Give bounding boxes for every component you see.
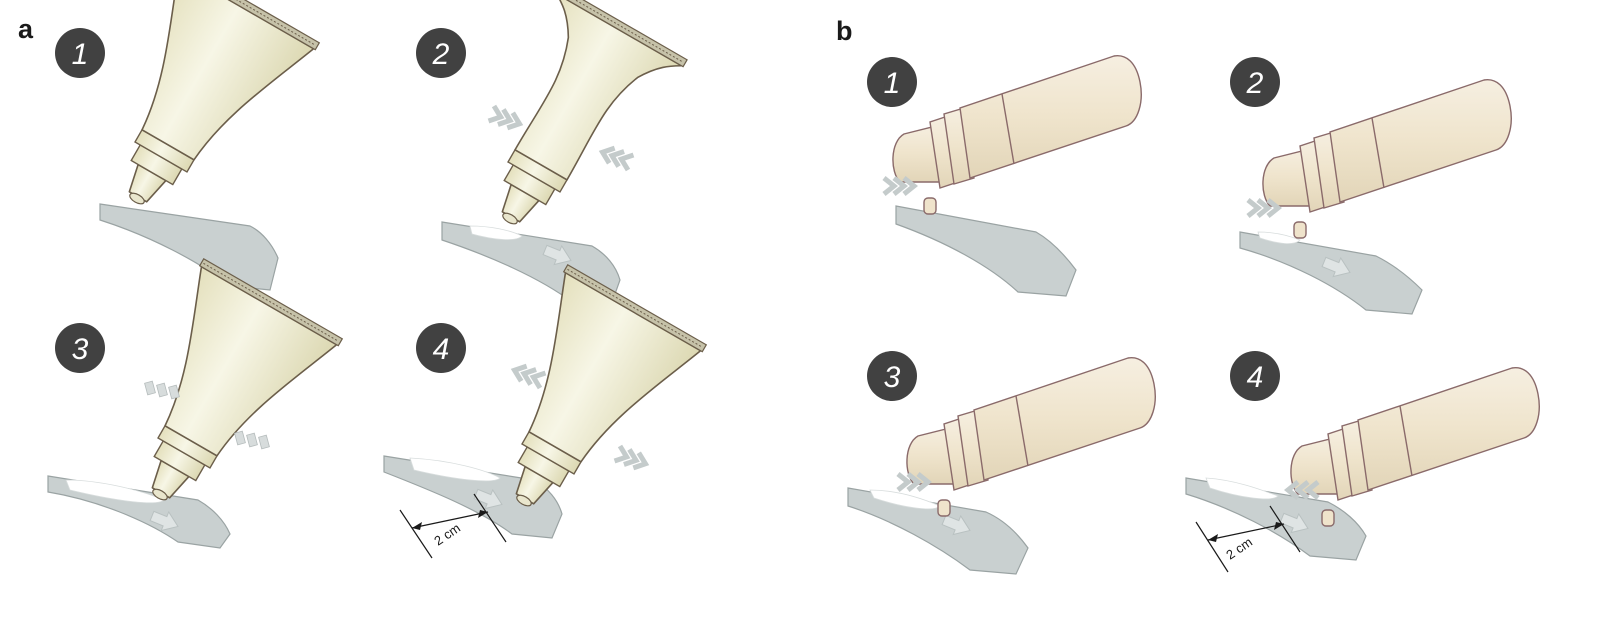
panel-b-letter: b <box>836 16 853 46</box>
skin-strip <box>847 487 1029 575</box>
skin-strip <box>1239 231 1423 315</box>
panel-a-step-2: 2 <box>416 0 688 309</box>
gel-line <box>1205 477 1279 500</box>
gel-line <box>409 457 501 482</box>
chevron-press-icon <box>1248 200 1278 216</box>
step-number-badge <box>1230 351 1280 401</box>
panel-a-step-4: 4 2 cm <box>383 264 708 559</box>
pump-bottle-icon <box>892 55 1142 215</box>
step-number: 3 <box>884 361 901 394</box>
ointment-tube-icon <box>443 0 688 260</box>
step-number-badge <box>416 28 466 78</box>
panel-a: a 1 2 3 <box>18 0 708 559</box>
step-number-badge <box>1230 57 1280 107</box>
step-number: 2 <box>432 38 450 71</box>
chevron-press-icon <box>615 446 649 471</box>
pump-bottle-icon <box>906 357 1156 517</box>
chevron-press-icon <box>512 363 546 388</box>
chevron-press-icon <box>489 106 523 131</box>
dimension-label: 2 cm <box>431 520 463 548</box>
step-number: 4 <box>433 333 450 366</box>
step-number-badge <box>867 57 917 107</box>
gel-line <box>1257 231 1301 244</box>
step-number: 4 <box>1247 361 1264 394</box>
chevron-press-icon <box>600 145 634 170</box>
step-number: 2 <box>1246 67 1264 100</box>
step-number-badge <box>55 323 105 373</box>
panel-b-step-3: 3 <box>847 351 1156 575</box>
panel-b-step-1: 1 <box>867 55 1142 297</box>
step-number: 1 <box>72 38 89 71</box>
panel-b-step-2: 2 <box>1230 57 1512 315</box>
chevron-press-icon <box>884 178 914 194</box>
step-number-badge <box>867 351 917 401</box>
skin-strip <box>99 203 279 291</box>
step-number-badge <box>55 28 105 78</box>
step-number: 3 <box>72 333 89 366</box>
step-number: 1 <box>884 67 901 100</box>
press-dashes <box>144 380 270 450</box>
pump-bottle-icon <box>1262 79 1512 239</box>
dimension-label: 2 cm <box>1223 534 1255 562</box>
skin-strip <box>1185 477 1367 561</box>
skin-strip <box>895 205 1077 297</box>
panel-b: b 1 2 3 <box>836 16 1540 575</box>
panel-a-step-3: 3 <box>47 258 344 549</box>
step-number-badge <box>416 323 466 373</box>
gel-line <box>469 225 523 240</box>
panel-b-step-4: 4 2 cm <box>1185 351 1540 573</box>
panel-a-letter: a <box>18 14 34 44</box>
panel-a-step-1: 1 <box>55 0 321 291</box>
